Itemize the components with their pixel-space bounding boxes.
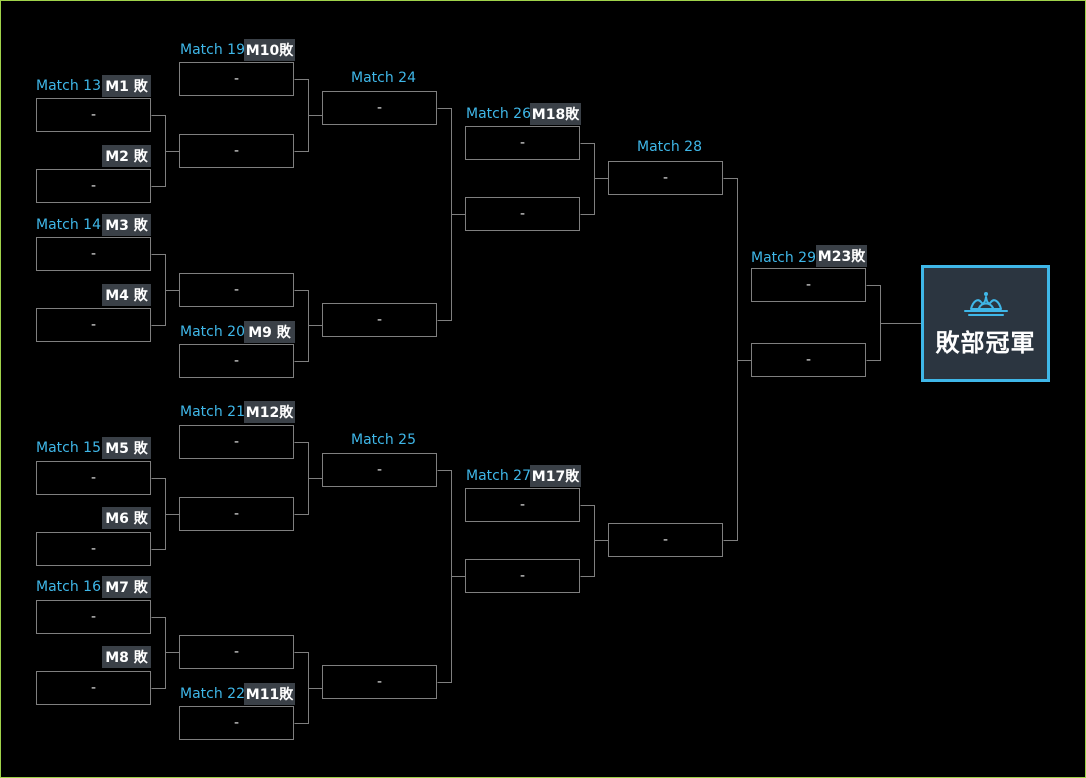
match-13-label: Match 13 xyxy=(36,78,101,94)
loser-tag-m17: M17敗 xyxy=(530,465,581,487)
loser-tag-m11: M11敗 xyxy=(244,683,295,705)
r6-slot-2[interactable]: - xyxy=(751,343,866,377)
r5-slot-2[interactable]: - xyxy=(608,523,723,557)
r4-slot-3[interactable]: - xyxy=(465,488,580,522)
match-25-label: Match 25 xyxy=(351,432,416,448)
r4-slot-4[interactable]: - xyxy=(465,559,580,593)
r2-slot-2[interactable]: - xyxy=(179,134,294,168)
loser-tag-m6: M6 敗 xyxy=(102,507,151,529)
match-16-label: Match 16 xyxy=(36,579,101,595)
match-21-label: Match 21 xyxy=(180,404,245,420)
r3-slot-3[interactable]: - xyxy=(322,453,437,487)
r2-slot-5[interactable]: - xyxy=(179,425,294,459)
r1-slot-2[interactable]: - xyxy=(36,169,151,203)
r3-slot-1[interactable]: - xyxy=(322,91,437,125)
match-28-label: Match 28 xyxy=(637,139,702,155)
r2-slot-3[interactable]: - xyxy=(179,273,294,307)
loser-tag-m12: M12敗 xyxy=(244,401,295,423)
r2-slot-6[interactable]: - xyxy=(179,497,294,531)
loser-tag-m18: M18敗 xyxy=(530,103,581,125)
champion-title: 敗部冠軍 xyxy=(935,329,1036,357)
match-29-label: Match 29 xyxy=(751,250,816,266)
loser-tag-m7: M7 敗 xyxy=(102,576,151,598)
r3-slot-2[interactable]: - xyxy=(322,303,437,337)
champion-box[interactable]: 敗部冠軍 xyxy=(921,265,1050,382)
match-26-label: Match 26 xyxy=(466,106,531,122)
r3-slot-4[interactable]: - xyxy=(322,665,437,699)
r4-slot-2[interactable]: - xyxy=(465,197,580,231)
loser-tag-m10: M10敗 xyxy=(244,39,295,61)
r1-slot-4[interactable]: - xyxy=(36,308,151,342)
r2-slot-7[interactable]: - xyxy=(179,635,294,669)
loser-tag-m2: M2 敗 xyxy=(102,145,151,167)
r1-slot-3[interactable]: - xyxy=(36,237,151,271)
r6-slot-1[interactable]: - xyxy=(751,268,866,302)
crown-icon xyxy=(963,292,1008,316)
loser-tag-m8: M8 敗 xyxy=(102,646,151,668)
match-14-label: Match 14 xyxy=(36,217,101,233)
loser-tag-m23: M23敗 xyxy=(816,245,867,267)
loser-tag-m3: M3 敗 xyxy=(102,214,151,236)
match-19-label: Match 19 xyxy=(180,42,245,58)
r1-slot-1[interactable]: - xyxy=(36,98,151,132)
r2-slot-8[interactable]: - xyxy=(179,706,294,740)
loser-tag-m4: M4 敗 xyxy=(102,284,151,306)
match-20-label: Match 20 xyxy=(180,324,245,340)
r1-slot-5[interactable]: - xyxy=(36,461,151,495)
r2-slot-1[interactable]: - xyxy=(179,62,294,96)
match-22-label: Match 22 xyxy=(180,686,245,702)
r4-slot-1[interactable]: - xyxy=(465,126,580,160)
r1-slot-8[interactable]: - xyxy=(36,671,151,705)
loser-tag-m1: M1 敗 xyxy=(102,75,151,97)
match-15-label: Match 15 xyxy=(36,440,101,456)
r1-slot-6[interactable]: - xyxy=(36,532,151,566)
match-27-label: Match 27 xyxy=(466,468,531,484)
r2-slot-4[interactable]: - xyxy=(179,344,294,378)
loser-tag-m9: M9 敗 xyxy=(244,321,295,343)
match-24-label: Match 24 xyxy=(351,70,416,86)
loser-tag-m5: M5 敗 xyxy=(102,437,151,459)
r1-slot-7[interactable]: - xyxy=(36,600,151,634)
r5-slot-1[interactable]: - xyxy=(608,161,723,195)
